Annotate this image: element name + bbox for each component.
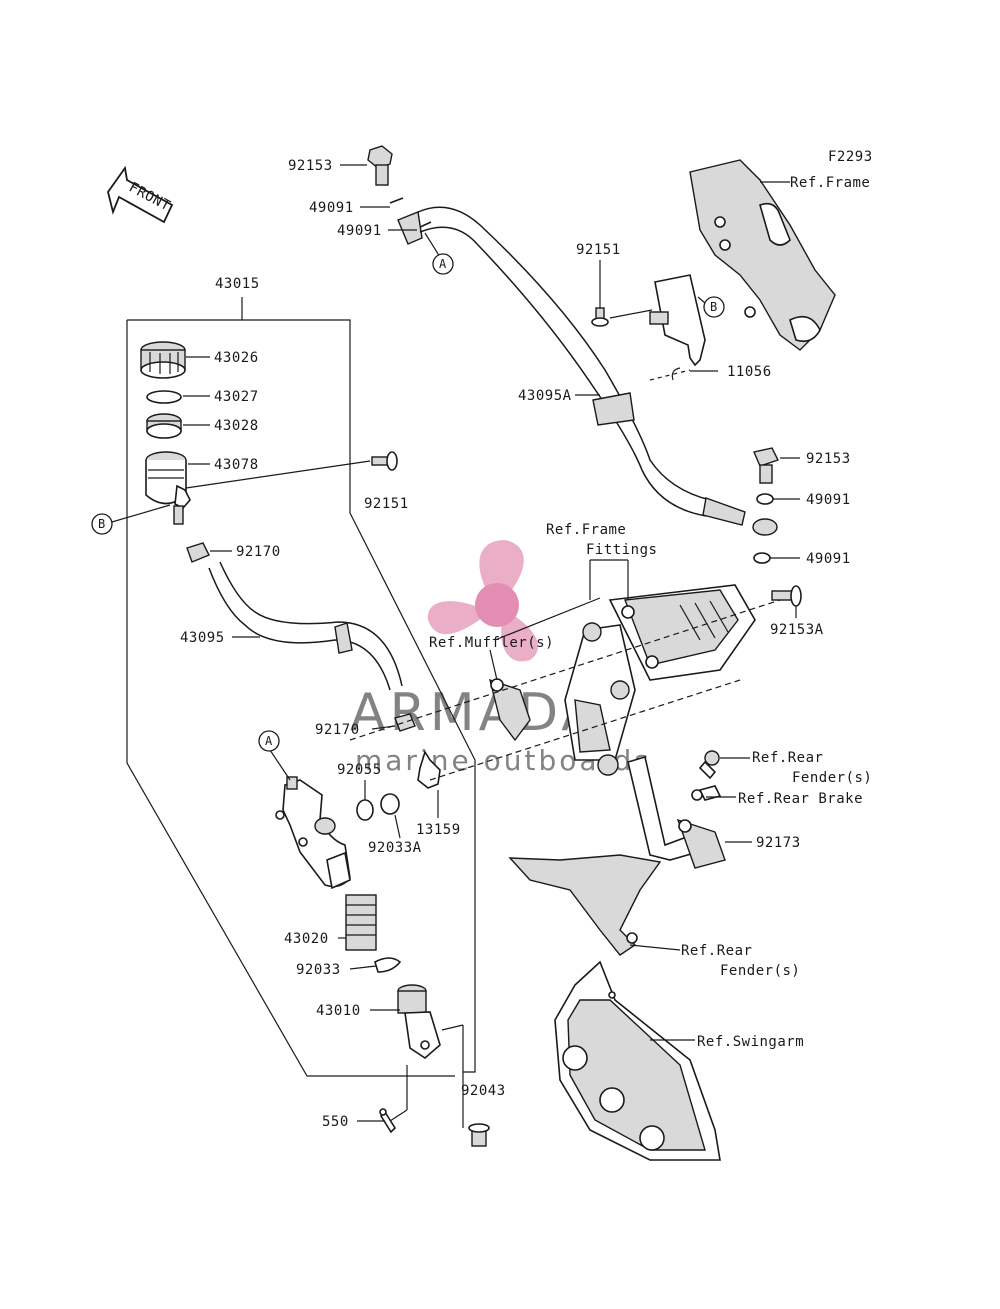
reservoir-43078	[145, 451, 191, 525]
brake-pedal-pivot	[564, 622, 636, 776]
label-92153-top: 92153	[288, 158, 333, 174]
watermark-brand: ARMADA	[350, 683, 601, 743]
ref-muffler: Ref.Muffler(s)	[429, 635, 554, 651]
label-49091-b: 49091	[337, 223, 382, 239]
marker-b-left: B	[91, 513, 113, 535]
pin-92043	[468, 1123, 490, 1147]
clevis-43010	[397, 984, 441, 1060]
label-92153-right: 92153	[806, 451, 851, 467]
label-92043: 92043	[461, 1083, 506, 1099]
label-43020: 43020	[284, 931, 329, 947]
rear-fender	[508, 854, 662, 956]
washer-49091-a	[389, 197, 404, 204]
label-92173: 92173	[756, 835, 801, 851]
assembly-outline-43015	[126, 297, 476, 1077]
label-92153A: 92153A	[770, 622, 824, 638]
label-92151-left: 92151	[364, 496, 409, 512]
banjo-bolt-92153-right	[753, 447, 779, 484]
marker-a-top: A	[432, 253, 454, 275]
reservoir-cap	[140, 341, 186, 379]
circlip-92033	[374, 957, 402, 973]
ref-frame-fittings-2: Fittings	[586, 542, 657, 558]
label-13159: 13159	[416, 822, 461, 838]
hose-clamp-92170-b	[394, 713, 416, 732]
bolt-92151-left	[185, 451, 398, 489]
ref-rear-brake: Ref.Rear Brake	[738, 791, 863, 807]
banjo-bolt-92153-top	[367, 145, 393, 186]
ref-frame: Ref.Frame	[790, 175, 870, 191]
o-ring-43027	[146, 390, 182, 404]
label-43095A: 43095A	[518, 388, 572, 404]
svg-text:A: A	[265, 734, 273, 748]
label-43028: 43028	[214, 418, 259, 434]
bolt-92151-right	[591, 307, 653, 327]
frame-fittings-bracket	[608, 584, 756, 681]
marker-b-right: B	[703, 296, 725, 318]
hose-43095	[208, 561, 403, 691]
label-550: 550	[322, 1114, 349, 1130]
marker-a-left: A	[258, 730, 280, 752]
rear-fender-clip	[698, 750, 720, 780]
label-92033A: 92033A	[368, 840, 422, 856]
ref-rear-fender-b2: Fender(s)	[720, 963, 800, 979]
bracket-11056	[649, 274, 706, 381]
label-92170-b: 92170	[315, 722, 360, 738]
figure-id: F2293	[828, 149, 873, 165]
label-43010: 43010	[316, 1003, 361, 1019]
o-ring-92055	[356, 799, 374, 821]
hose-43095A	[397, 206, 778, 536]
hose-clamp-92170-a	[186, 542, 210, 563]
label-92170-a: 92170	[236, 544, 281, 560]
label-43026: 43026	[214, 350, 259, 366]
label-49091-d: 49091	[806, 551, 851, 567]
ref-rear-fender-b1: Ref.Rear	[681, 943, 752, 959]
label-92151-right: 92151	[576, 242, 621, 258]
muffler-stay	[489, 678, 531, 742]
svg-text:A: A	[439, 257, 447, 271]
frame-bracket	[689, 159, 836, 351]
ref-rear-fender-a2: Fender(s)	[792, 770, 872, 786]
hose-guide-92173	[627, 755, 726, 869]
label-49091-a: 49091	[309, 200, 354, 216]
label-43015: 43015	[215, 276, 260, 292]
label-11056: 11056	[727, 364, 772, 380]
label-43095: 43095	[180, 630, 225, 646]
bolt-92153A	[771, 585, 802, 607]
propeller-logo	[427, 540, 538, 662]
washer-49091-d	[753, 552, 771, 564]
label-43078: 43078	[214, 457, 259, 473]
cotter-pin-550	[379, 1108, 397, 1134]
ref-frame-fittings-1: Ref.Frame	[546, 522, 626, 538]
master-cylinder	[275, 776, 351, 890]
svg-text:B: B	[98, 517, 105, 531]
label-43027: 43027	[214, 389, 259, 405]
rear-brake-clip	[691, 785, 722, 801]
diaphragm-43028	[146, 413, 182, 439]
label-92055: 92055	[337, 762, 382, 778]
ref-swingarm: Ref.Swingarm	[697, 1034, 804, 1050]
ref-rear-fender-a1: Ref.Rear	[752, 750, 823, 766]
front-arrow-icon: FRONT	[107, 165, 174, 224]
label-92033: 92033	[296, 962, 341, 978]
washer-49091-c	[756, 493, 774, 505]
leader-lines	[111, 164, 800, 1128]
boot-43020	[345, 894, 377, 951]
svg-text:B: B	[710, 300, 717, 314]
label-49091-c: 49091	[806, 492, 851, 508]
swingarm	[554, 960, 721, 1161]
circlip-92033A	[380, 793, 400, 815]
